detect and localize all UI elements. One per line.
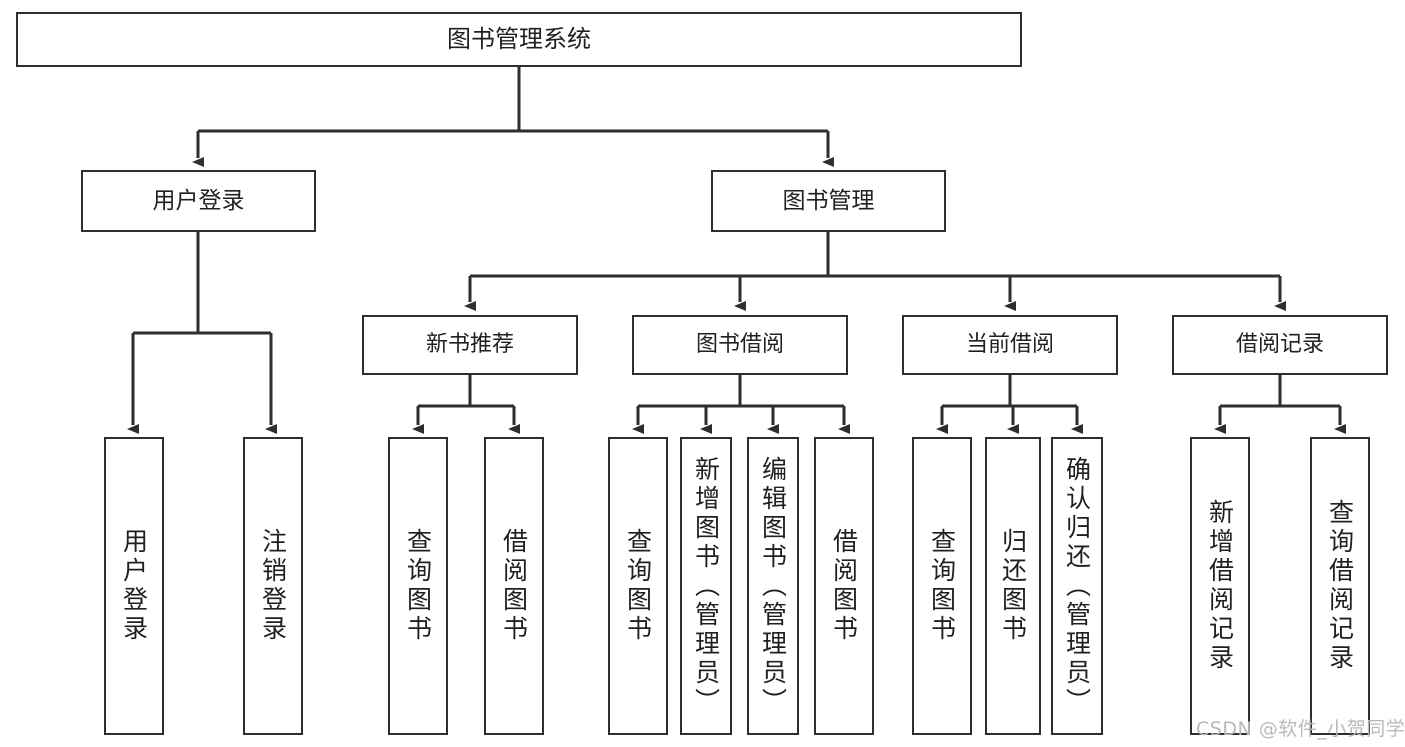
csdn-watermark: CSDN @软件_小贺同学 (1196, 718, 1405, 740)
node-leaf-borrow-book-2[interactable]: 借阅图书 (814, 437, 874, 735)
node-label: 确认归还（管理员） (1062, 455, 1092, 717)
node-leaf-query-book-1[interactable]: 查询图书 (388, 437, 448, 735)
node-leaf-return-book[interactable]: 归还图书 (985, 437, 1041, 735)
node-label: 查询图书 (623, 528, 653, 644)
node-borrow-record[interactable]: 借阅记录 (1172, 315, 1388, 375)
node-label: 图书管理系统 (447, 24, 591, 53)
node-label: 新增借阅记录 (1205, 499, 1235, 673)
node-leaf-user-login[interactable]: 用户登录 (104, 437, 164, 735)
node-label: 编辑图书（管理员） (758, 455, 788, 717)
node-label: 图书借阅 (695, 332, 784, 358)
node-leaf-confirm-return-admin[interactable]: 确认归还（管理员） (1051, 437, 1103, 735)
node-leaf-query-borrow-record[interactable]: 查询借阅记录 (1310, 437, 1370, 735)
node-label: 新增图书（管理员） (691, 455, 721, 717)
node-current-borrow[interactable]: 当前借阅 (902, 315, 1118, 375)
node-label: 查询图书 (403, 528, 433, 644)
node-leaf-edit-book-admin[interactable]: 编辑图书（管理员） (747, 437, 799, 735)
node-label: 用户登录 (119, 528, 149, 644)
node-label: 注销登录 (258, 528, 288, 644)
node-label: 借阅图书 (499, 528, 529, 644)
node-leaf-borrow-book-1[interactable]: 借阅图书 (484, 437, 544, 735)
node-leaf-query-book-2[interactable]: 查询图书 (608, 437, 668, 735)
node-label: 新书推荐 (425, 332, 514, 358)
node-label: 查询借阅记录 (1325, 499, 1355, 673)
node-book-management[interactable]: 图书管理 (711, 170, 946, 232)
node-root-book-management-system[interactable]: 图书管理系统 (16, 12, 1022, 67)
node-label: 当前借阅 (965, 332, 1054, 358)
node-label: 图书管理 (782, 187, 875, 214)
node-leaf-add-book-admin[interactable]: 新增图书（管理员） (680, 437, 732, 735)
node-label: 借阅记录 (1235, 332, 1324, 358)
node-leaf-add-borrow-record[interactable]: 新增借阅记录 (1190, 437, 1250, 735)
node-book-borrow[interactable]: 图书借阅 (632, 315, 848, 375)
node-label: 用户登录 (152, 187, 245, 214)
node-label: 归还图书 (998, 528, 1028, 644)
node-leaf-logout[interactable]: 注销登录 (243, 437, 303, 735)
node-label: 借阅图书 (829, 528, 859, 644)
node-label: 查询图书 (927, 528, 957, 644)
node-user-login[interactable]: 用户登录 (81, 170, 316, 232)
node-leaf-query-book-3[interactable]: 查询图书 (912, 437, 972, 735)
node-new-book-recommend[interactable]: 新书推荐 (362, 315, 578, 375)
